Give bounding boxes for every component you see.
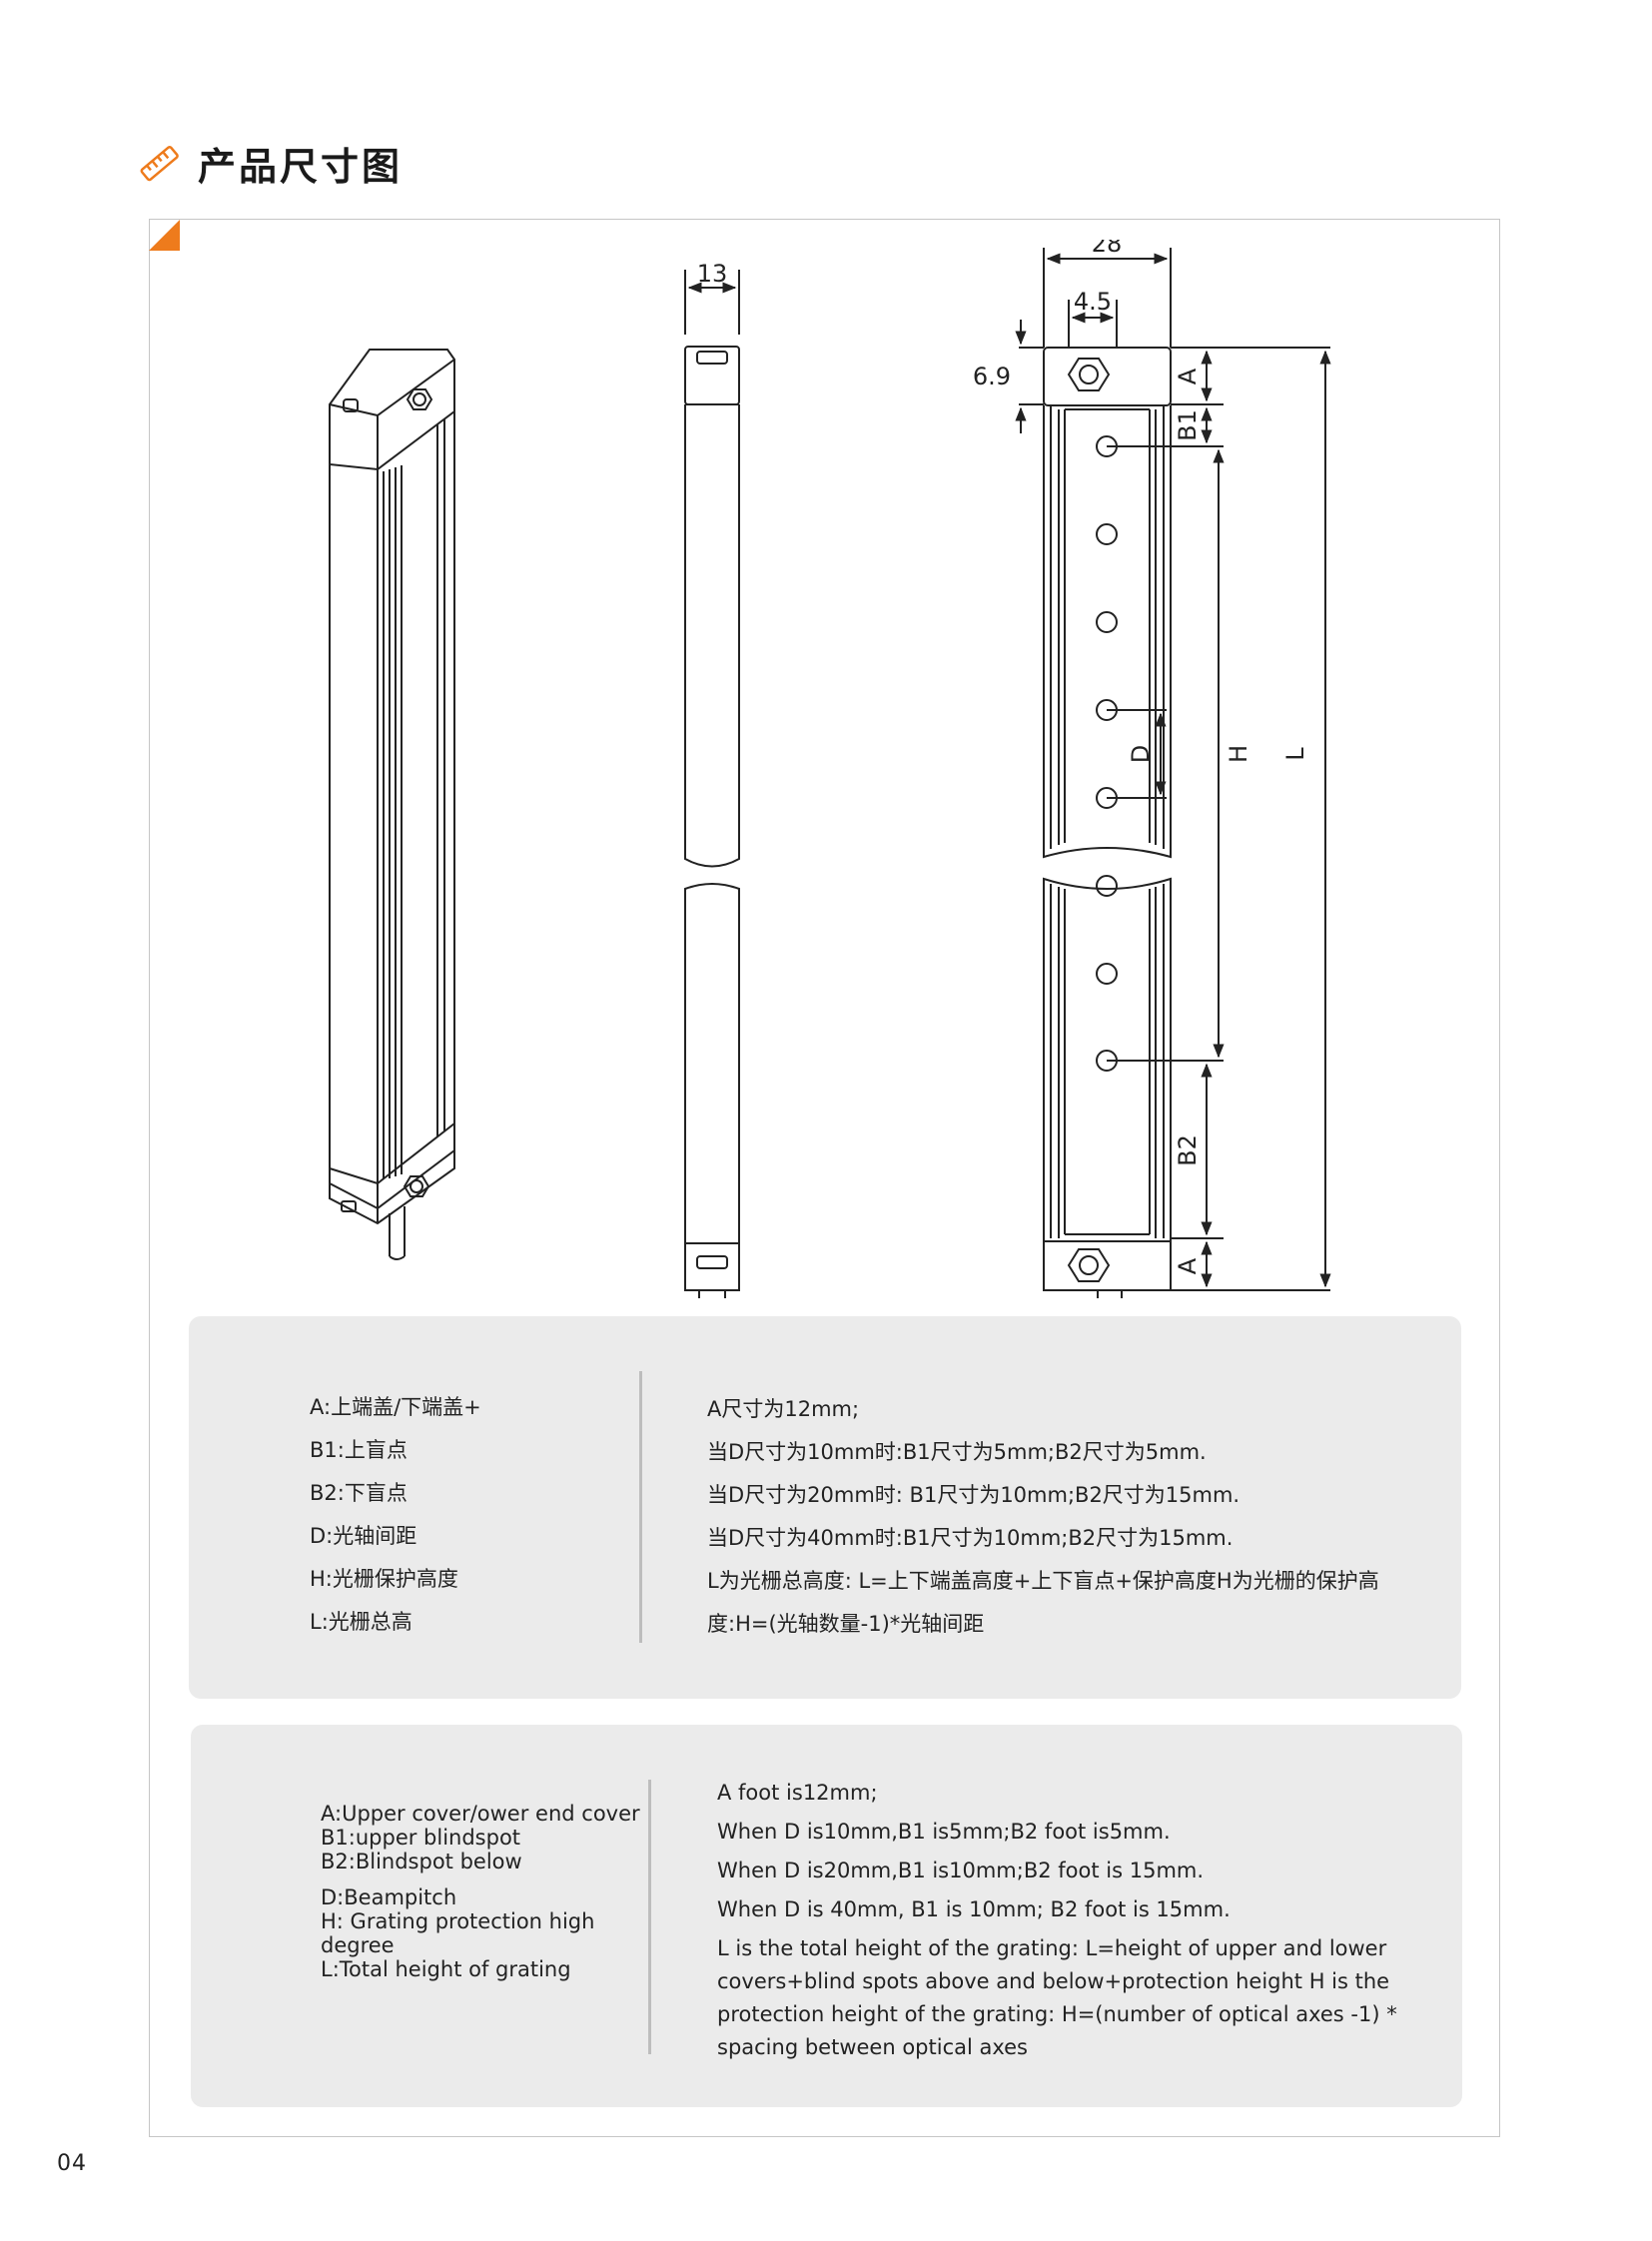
corner-accent [149, 220, 180, 251]
dim-width-side: 13 [697, 260, 728, 288]
en-legend-item: A:Upper cover/ower end cover [321, 1802, 640, 1826]
dim-label-b2: B2 [1174, 1134, 1202, 1166]
perspective-view [329, 349, 455, 1260]
cn-note-item: A尺寸为12mm; [707, 1397, 860, 1421]
en-legend-item: D:Beampitch [321, 1885, 457, 1909]
cn-note-item: L为光栅总高度: L=上下端盖高度+上下盲点+保护高度H为光栅的保护高 [707, 1569, 1379, 1593]
cn-legend-item: B1:上盲点 [310, 1438, 408, 1462]
dimension-drawing: 28 4.5 6.9 13 A B1 D H L B2 A [329, 240, 1331, 1298]
cn-note-item: 当D尺寸为20mm时: B1尺寸为10mm;B2尺寸为15mm. [707, 1483, 1240, 1507]
page-number: 04 [57, 2151, 87, 2176]
cn-legend-item: L:光栅总高 [310, 1610, 413, 1634]
dim-label-a-bottom: A [1174, 1257, 1202, 1274]
panel-divider [639, 1371, 642, 1643]
cn-note-item: 度:H=(光轴数量-1)*光轴间距 [707, 1612, 985, 1636]
en-legend-item: B1:upper blindspot [321, 1826, 521, 1850]
en-note-item: When D is 40mm, B1 is 10mm; B2 foot is 1… [717, 1897, 1231, 1921]
en-legend-item: H: Grating protection high degree [321, 1909, 595, 1957]
cn-legend-item: H:光栅保护高度 [310, 1567, 458, 1591]
cn-legend-item: A:上端盖/下端盖+ [310, 1395, 481, 1419]
en-note-item: L is the total height of the grating: L=… [717, 1936, 1397, 2059]
page-title: 产品尺寸图 [198, 145, 404, 189]
en-note-item: When D is10mm,B1 is5mm;B2 foot is5mm. [717, 1820, 1171, 1844]
en-legend-list: A:Upper cover/ower end cover B1:upper bl… [321, 1802, 640, 1981]
cn-legend-item: D:光轴间距 [310, 1524, 417, 1548]
chinese-legend-panel: A:上端盖/下端盖+ B1:上盲点 B2:下盲点 D:光轴间距 H:光栅保护高度… [189, 1316, 1461, 1699]
cn-note-item: 当D尺寸为40mm时:B1尺寸为10mm;B2尺寸为15mm. [707, 1526, 1234, 1550]
dim-hole-offset: 4.5 [1074, 288, 1112, 316]
cn-notes-list: A尺寸为12mm; 当D尺寸为10mm时:B1尺寸为5mm;B2尺寸为5mm. … [707, 1388, 1426, 1646]
side-view [684, 270, 740, 1298]
en-legend-item: B2:Blindspot below [321, 1850, 522, 1873]
panel-divider [648, 1780, 651, 2054]
dim-label-l: L [1281, 747, 1309, 761]
english-legend-panel: A:Upper cover/ower end cover B1:upper bl… [191, 1725, 1462, 2107]
cn-legend-item: B2:下盲点 [310, 1481, 408, 1505]
ruler-icon [140, 145, 179, 182]
front-view [1015, 248, 1331, 1298]
dim-label-b1: B1 [1174, 409, 1202, 441]
dim-label-a-top: A [1174, 368, 1202, 384]
en-notes-list: A foot is12mm; When D is10mm,B1 is5mm;B2… [717, 1777, 1436, 2070]
en-legend-item: L:Total height of grating [321, 1957, 571, 1981]
dim-width-front: 28 [1092, 240, 1123, 258]
en-note-item: A foot is12mm; [717, 1781, 878, 1805]
dim-label-h: H [1225, 745, 1252, 763]
en-note-item: When D is20mm,B1 is10mm;B2 foot is 15mm. [717, 1859, 1205, 1882]
cn-note-item: 当D尺寸为10mm时:B1尺寸为5mm;B2尺寸为5mm. [707, 1440, 1207, 1464]
dim-label-d: D [1127, 745, 1155, 763]
content-frame [149, 219, 1500, 2137]
cn-legend-list: A:上端盖/下端盖+ B1:上盲点 B2:下盲点 D:光轴间距 H:光栅保护高度… [310, 1386, 609, 1644]
dim-hole-height: 6.9 [973, 363, 1011, 390]
